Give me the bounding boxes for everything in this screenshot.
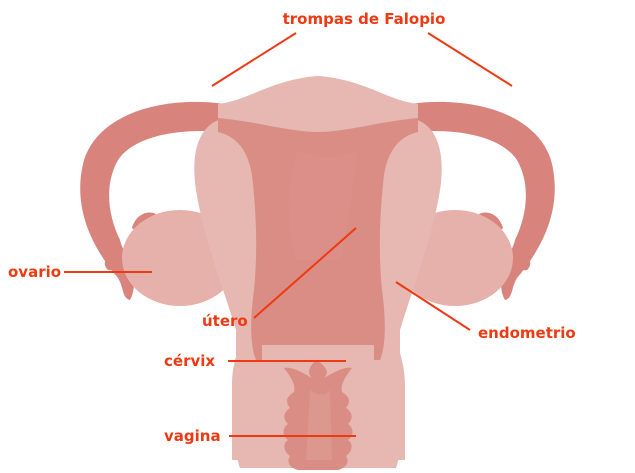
cervix-region bbox=[262, 345, 374, 362]
fallopian-leader-right bbox=[428, 33, 512, 86]
label-ovary: ovario bbox=[8, 263, 61, 281]
label-vagina: vagina bbox=[164, 427, 221, 445]
label-endometrium: endometrio bbox=[478, 324, 576, 342]
label-cervix: cérvix bbox=[164, 352, 215, 370]
label-uterus: útero bbox=[202, 312, 248, 330]
label-fallopian-tubes: trompas de Falopio bbox=[283, 10, 446, 28]
fallopian-leader-left bbox=[212, 33, 296, 86]
vagina-fold bbox=[306, 390, 332, 460]
